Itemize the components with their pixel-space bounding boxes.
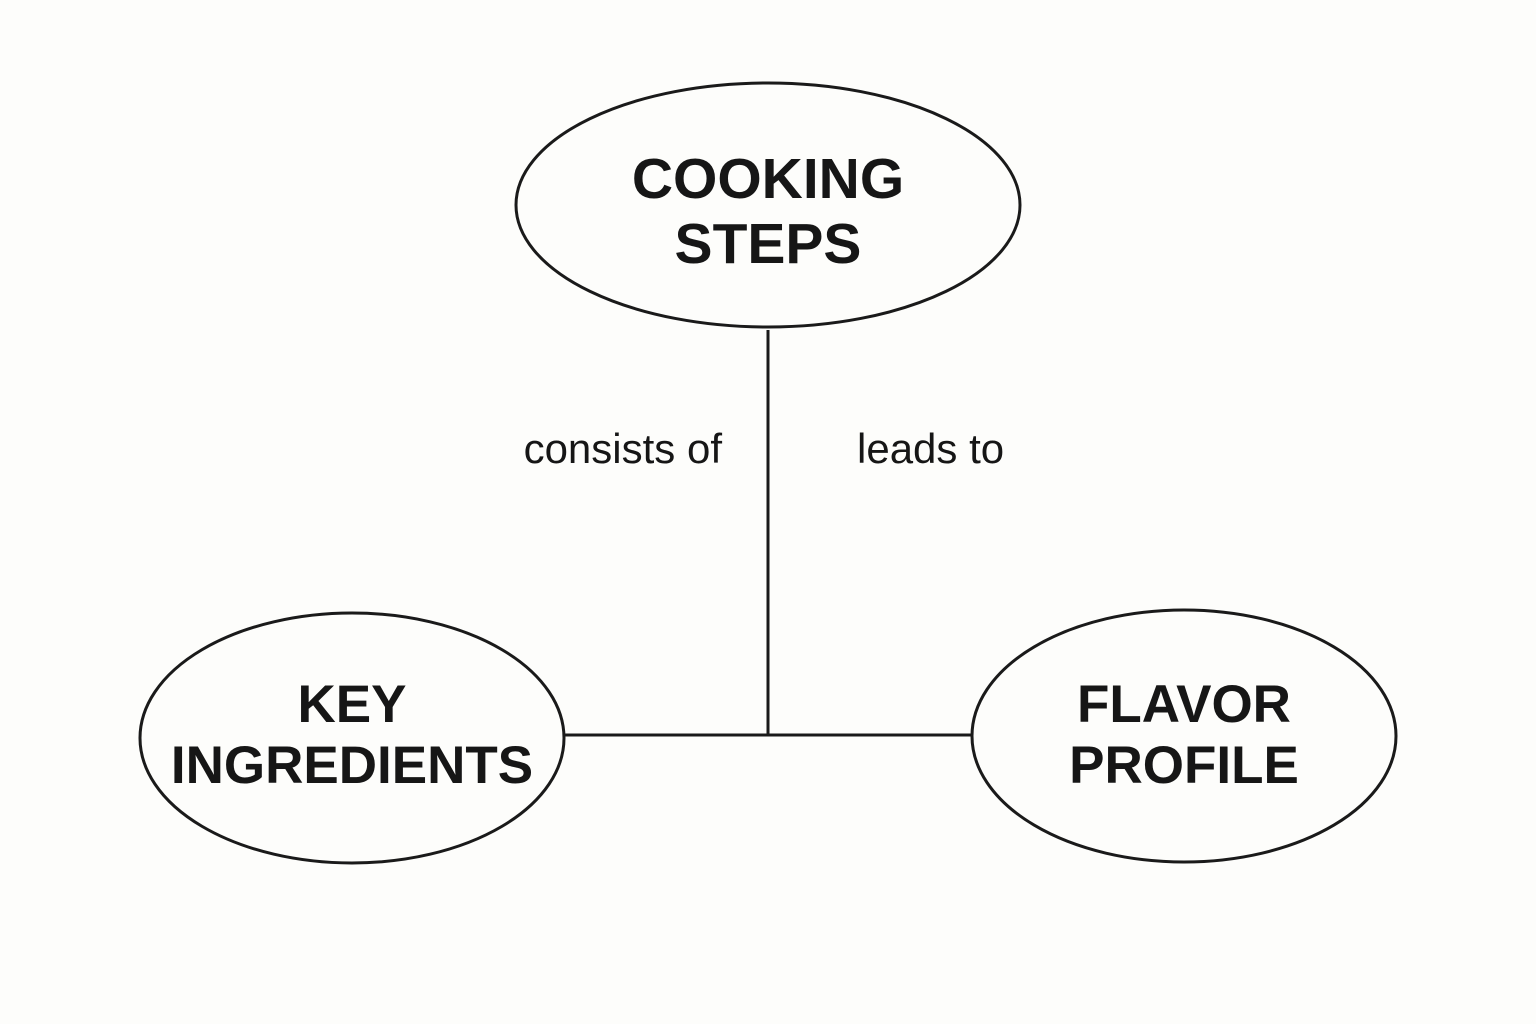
node-cooking-steps: COOKING STEPS: [514, 81, 1022, 329]
node-cooking-steps-line1: COOKING: [632, 147, 904, 211]
edge-label-consists-of: consists of: [524, 425, 723, 472]
node-cooking-steps-line2: STEPS: [675, 212, 862, 276]
node-key-ingredients: KEY INGREDIENTS: [138, 611, 566, 865]
node-flavor-profile-line2: PROFILE: [1069, 736, 1299, 795]
node-key-ingredients-line1: KEY: [298, 675, 407, 734]
node-key-ingredients-ellipse: [138, 611, 566, 865]
node-flavor-profile-ellipse: [970, 608, 1398, 864]
node-flavor-profile: FLAVOR PROFILE: [970, 608, 1398, 864]
node-flavor-profile-line1: FLAVOR: [1077, 675, 1291, 734]
node-key-ingredients-line2: INGREDIENTS: [171, 736, 533, 795]
edge-label-leads-to: leads to: [857, 425, 1004, 472]
node-cooking-steps-ellipse: [514, 81, 1022, 329]
